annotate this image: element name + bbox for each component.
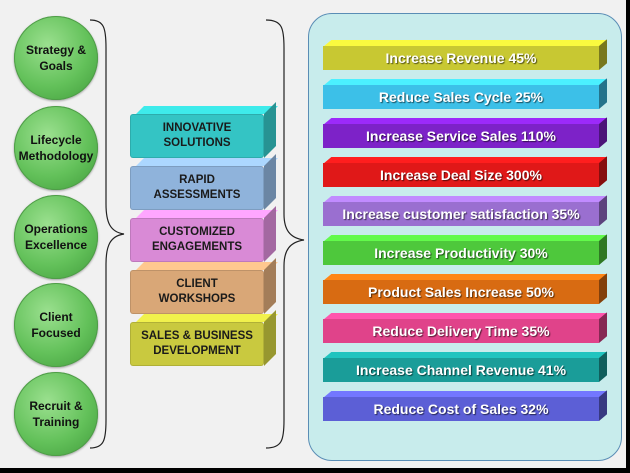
bar-side-face — [599, 117, 607, 148]
circle-operations-excellence: Operations Excellence — [14, 195, 98, 279]
circle-label: Operations Excellence — [24, 222, 88, 252]
bar-side-face — [599, 78, 607, 109]
bar-side-face — [599, 273, 607, 304]
bar-label: Increase customer satisfaction 35% — [323, 202, 599, 226]
circle-label: Lifecycle Methodology — [18, 133, 94, 163]
bar-side-face — [599, 156, 607, 187]
block-top-face — [136, 262, 278, 270]
block-label: CUSTOMIZED ENGAGEMENTS — [130, 218, 264, 262]
bar-label: Product Sales Increase 50% — [323, 280, 599, 304]
circle-client-focused: Client Focused — [14, 283, 98, 367]
outcome-bar-reduce-delivery-time: Reduce Delivery Time 35% — [323, 312, 608, 343]
circle-label: Recruit & Training — [29, 399, 83, 429]
bar-label: Reduce Cost of Sales 32% — [323, 397, 599, 421]
outcome-bar-reduce-cost-of-sales: Reduce Cost of Sales 32% — [323, 390, 608, 421]
circle-label: Client Focused — [31, 310, 81, 340]
bar-side-face — [599, 351, 607, 382]
circle-strategy-goals: Strategy & Goals — [14, 16, 98, 100]
outcome-bar-reduce-sales-cycle: Reduce Sales Cycle 25% — [323, 78, 608, 109]
right-curly-brace-left — [89, 19, 125, 449]
outcome-bar-increase-channel-revenue: Increase Channel Revenue 41% — [323, 351, 608, 382]
block-top-face — [136, 314, 278, 322]
block-top-face — [136, 158, 278, 166]
outcome-bar-increase-service-sales: Increase Service Sales 110% — [323, 117, 608, 148]
outcome-bar-increase-deal-size: Increase Deal Size 300% — [323, 156, 608, 187]
outcome-bar-increase-productivity: Increase Productivity 30% — [323, 234, 608, 265]
block-customized-engagements: CUSTOMIZED ENGAGEMENTS — [130, 206, 278, 262]
bar-label: Increase Productivity 30% — [323, 241, 599, 265]
bar-label: Reduce Delivery Time 35% — [323, 319, 599, 343]
bar-side-face — [599, 195, 607, 226]
right-curly-brace-middle — [265, 19, 305, 449]
outcome-bar-increase-customer-satisfaction: Increase customer satisfaction 35% — [323, 195, 608, 226]
bar-side-face — [599, 312, 607, 343]
circle-recruit-training: Recruit & Training — [14, 372, 98, 456]
bar-label: Increase Revenue 45% — [323, 46, 599, 70]
block-innovative-solutions: INNOVATIVE SOLUTIONS — [130, 102, 278, 158]
circle-lifecycle-methodology: Lifecycle Methodology — [14, 106, 98, 190]
bar-side-face — [599, 234, 607, 265]
block-client-workshops: CLIENT WORKSHOPS — [130, 258, 278, 314]
bar-label: Reduce Sales Cycle 25% — [323, 85, 599, 109]
block-label: INNOVATIVE SOLUTIONS — [130, 114, 264, 158]
bar-label: Increase Service Sales 110% — [323, 124, 599, 148]
bar-label: Increase Channel Revenue 41% — [323, 358, 599, 382]
block-rapid-assessments: RAPID ASSESSMENTS — [130, 154, 278, 210]
outcome-bar-increase-revenue: Increase Revenue 45% — [323, 39, 608, 70]
bar-side-face — [599, 390, 607, 421]
circle-label: Strategy & Goals — [25, 43, 87, 73]
outcome-bar-product-sales-increase: Product Sales Increase 50% — [323, 273, 608, 304]
block-label: RAPID ASSESSMENTS — [130, 166, 264, 210]
bar-label: Increase Deal Size 300% — [323, 163, 599, 187]
block-top-face — [136, 210, 278, 218]
block-label: CLIENT WORKSHOPS — [130, 270, 264, 314]
block-label: SALES & BUSINESS DEVELOPMENT — [130, 322, 264, 366]
bar-side-face — [599, 39, 607, 70]
block-sales-business-development: SALES & BUSINESS DEVELOPMENT — [130, 310, 278, 366]
block-top-face — [136, 106, 278, 114]
